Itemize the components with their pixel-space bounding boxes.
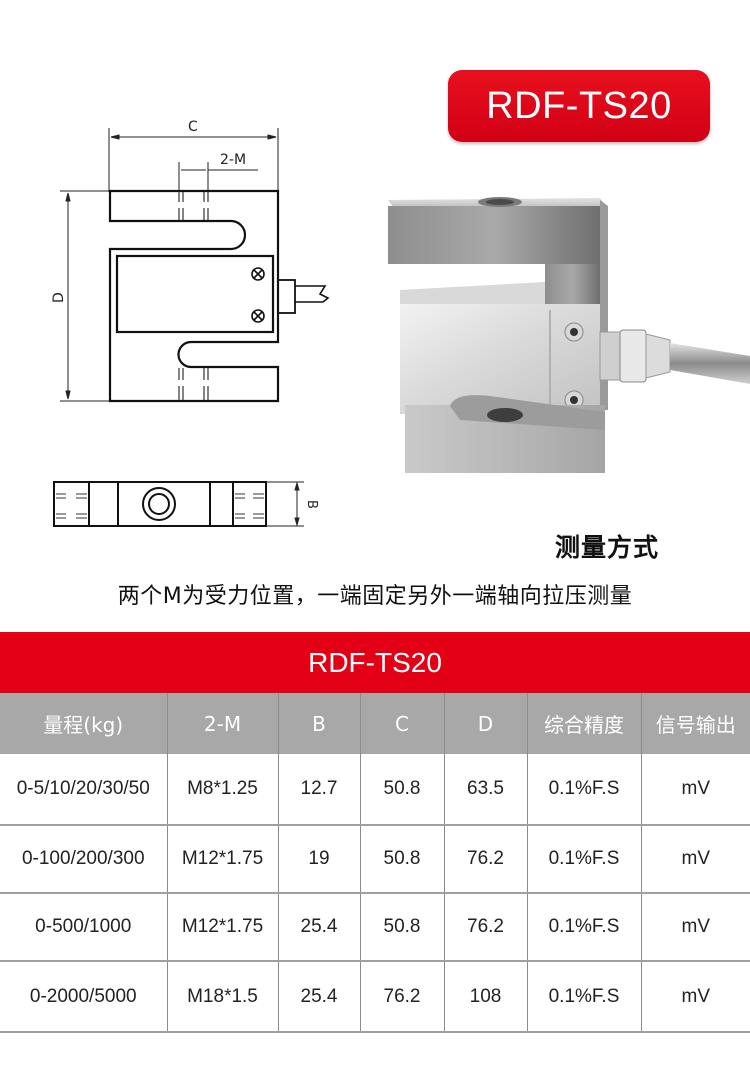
cell-range: 0-2000/5000 (0, 961, 168, 1033)
cell-d: 108 (444, 961, 528, 1033)
cell-2m: M18*1.5 (167, 961, 279, 1033)
measurement-method-description: 两个M为受力位置，一端固定另外一端轴向拉压测量 (117, 584, 633, 609)
cell-range: 0-500/1000 (0, 893, 168, 962)
cell-c: 50.8 (360, 825, 445, 894)
load-cell-product-photo (388, 197, 750, 473)
cell-accuracy: 0.1%F.S (527, 825, 642, 894)
cell-b: 19 (278, 825, 361, 894)
dim-label-b: B (304, 500, 319, 509)
cell-2m: M12*1.75 (167, 825, 279, 894)
cell-range: 0-100/200/300 (0, 825, 168, 894)
cell-accuracy: 0.1%F.S (527, 961, 642, 1033)
specification-table: RDF-TS20 量程(kg) 2-M B C D 综合精度 信号输出 0-5/… (0, 632, 750, 1033)
table-row: 0-2000/5000 M18*1.5 25.4 76.2 108 0.1%F.… (0, 961, 750, 1033)
table-row: 0-500/1000 M12*1.75 25.4 50.8 76.2 0.1%F… (0, 893, 750, 962)
dim-label-2m: 2-M (220, 152, 246, 168)
cell-d: 63.5 (444, 754, 528, 826)
column-header-d: D (444, 693, 528, 754)
column-header-c: C (360, 693, 445, 754)
table-row: 0-100/200/300 M12*1.75 19 50.8 76.2 0.1%… (0, 825, 750, 894)
column-header-accuracy: 综合精度 (527, 693, 642, 754)
table-row: 0-5/10/20/30/50 M8*1.25 12.7 50.8 63.5 0… (0, 754, 750, 826)
cell-d: 76.2 (444, 893, 528, 962)
cell-c: 50.8 (360, 893, 445, 962)
front-view-technical-drawing: C 2-M D (51, 119, 330, 403)
cell-c: 76.2 (360, 961, 445, 1033)
cell-range: 0-5/10/20/30/50 (0, 754, 168, 826)
table-caption-row: RDF-TS20 (0, 632, 750, 693)
dim-label-d: D (51, 292, 67, 303)
cell-signal-output: mV (641, 961, 750, 1033)
measurement-method-title: 测量方式 (555, 533, 660, 562)
model-title-badge: RDF-TS20 (448, 70, 710, 142)
cell-signal-output: mV (641, 893, 750, 962)
column-header-b: B (278, 693, 361, 754)
table-header-row: 量程(kg) 2-M B C D 综合精度 信号输出 (0, 693, 750, 754)
cell-c: 50.8 (360, 754, 445, 826)
cell-accuracy: 0.1%F.S (527, 893, 642, 962)
cell-2m: M8*1.25 (167, 754, 279, 826)
cell-signal-output: mV (641, 825, 750, 894)
cell-b: 25.4 (278, 893, 361, 962)
cell-2m: M12*1.75 (167, 893, 279, 962)
column-header-signal-output: 信号输出 (641, 693, 750, 754)
cell-b: 12.7 (278, 754, 361, 826)
table-caption: RDF-TS20 (0, 632, 750, 693)
cell-signal-output: mV (641, 754, 750, 826)
bottom-view-technical-drawing: B (53, 481, 319, 527)
cell-b: 25.4 (278, 961, 361, 1033)
cell-d: 76.2 (444, 825, 528, 894)
dim-label-c: C (188, 119, 198, 135)
column-header-2m: 2-M (167, 693, 279, 754)
cell-accuracy: 0.1%F.S (527, 754, 642, 826)
column-header-range: 量程(kg) (0, 693, 168, 754)
